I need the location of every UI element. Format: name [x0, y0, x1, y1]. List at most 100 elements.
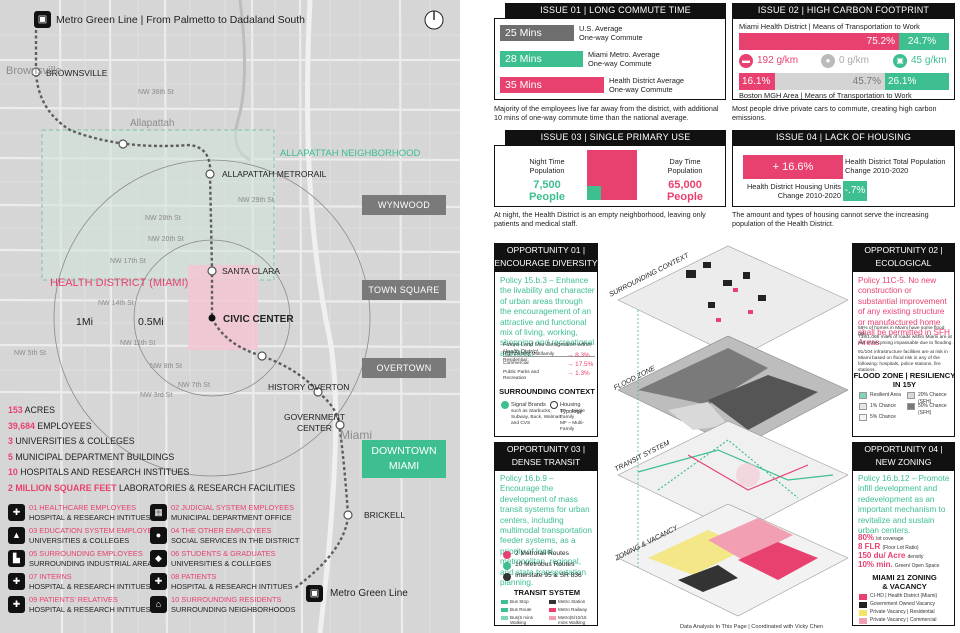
office-icon: ▦ — [150, 504, 167, 521]
flood-label: 20% Chance (SFH) — [918, 392, 947, 405]
flood-swatch — [907, 392, 915, 399]
opp4-title: OPPORTUNITY 04 |NEW ZONING REGULATION — [852, 442, 955, 480]
legend-place: HOSPITAL & RESEARCH INTITUES — [171, 582, 293, 591]
transit-legend-label: Metro(5/10/15 mins Walking — [558, 615, 587, 625]
commute-bar: 35 Mins — [500, 77, 604, 93]
opp4-stat-4: 10% min. Green/ Open Space — [858, 560, 939, 569]
opp4-s4-sub: Green/ Open Space — [894, 563, 940, 569]
opp3-title: OPPORTUNITY 03 |DENSE TRANSIT NETWORK — [494, 442, 598, 480]
opp4-s2: 8 FLR — [858, 542, 881, 551]
station-allapattah[interactable]: ALLAPATTAH METRORAIL — [222, 169, 327, 179]
commute-bar: 25 Mins — [500, 25, 574, 41]
issue2-bottom-b: 45.7% — [775, 73, 885, 90]
family-icon: ✚ — [8, 596, 25, 613]
street-label: NW 8th St — [150, 363, 182, 370]
opp1-context-a: Signal Brands — [511, 402, 546, 408]
issue2-caption: Most people drive private cars to commut… — [732, 104, 937, 122]
walk-icon: ● — [821, 54, 835, 68]
patient-icon: ✚ — [150, 573, 167, 590]
place-brownsville: Brownsville — [6, 65, 62, 77]
district-label: HEALTH DISTRICT (MIAMI) — [50, 277, 189, 289]
people-icon: ● — [150, 527, 167, 544]
commute-bar: 28 Mins — [500, 51, 583, 67]
factory-icon: ▙ — [8, 550, 25, 567]
legend-group: 02 JUDICIAL SYSTEM EMPLOYEES — [171, 503, 294, 512]
axonometric-layers — [617, 245, 849, 617]
housing-icon — [550, 401, 558, 409]
opp1-title: OPPORTUNITY 01 |ENCOURAGE DIVERSITY — [494, 243, 598, 271]
stat-row: 10 HOSPITALS AND RESEARCH INSTITUES — [8, 465, 295, 481]
district-town-square[interactable]: TOWN SQUARE — [362, 280, 446, 300]
legend-place: HOSPITAL & RESEARCH INTITUES — [29, 605, 151, 614]
downtown-line-2: MIAMI — [388, 460, 420, 472]
legend-group: 03 EDUCATION SYSTEM EMPLOYEES — [29, 526, 163, 535]
opp1-table-head: Future Land Use Designation within Healt… — [503, 342, 595, 357]
transit-swatch — [501, 616, 508, 620]
transit-legend-label: Metro Station — [558, 599, 586, 604]
stat-number: 5 — [8, 451, 13, 462]
opp4-s2-sub: (Floor Lot Ratio) — [882, 545, 919, 551]
opp4-s3: 150 du/ Acre — [858, 551, 906, 560]
opp2-title: OPPORTUNITY 02 |ECOLOGICAL RESILIENCE — [852, 243, 955, 281]
stat-number: 39,684 — [8, 420, 35, 431]
legend-place: HOSPITAL & RESEARCH INTITUES — [29, 582, 151, 591]
legend-place: SOCIAL SERVICES IN THE DISTRICT — [171, 536, 300, 545]
opp4-stat-2: 8 FLR (Floor Lot Ratio) — [858, 542, 919, 551]
map-background — [0, 0, 460, 633]
issue2-top-car: 75.2% — [739, 33, 899, 50]
opp3-panel: Policy 16.b.9 – Encourage the developmen… — [494, 470, 598, 626]
station-brickell[interactable]: BRICKELL — [364, 510, 406, 520]
transit-legend-label: Bus Route — [510, 607, 532, 612]
station-history-overton[interactable]: HISTORY OVERTON — [268, 382, 350, 392]
street-label: NW 17th St — [110, 258, 146, 265]
legend-place: MUNICIPAL DEPARTMENT OFFICE — [171, 513, 292, 522]
street-label: NW 11th St — [120, 340, 156, 347]
district-wynwood[interactable]: WYNWOOD — [362, 195, 446, 215]
transit-swatch — [549, 616, 556, 620]
legend-place: UNIVERSITIES & COLLEGES — [29, 536, 130, 545]
district-downtown-miami[interactable]: DOWNTOWN MIAMI — [362, 440, 446, 478]
opp1-text: Policy 15.b.3 – Enhance the livability a… — [500, 276, 595, 358]
issue4-title: ISSUE 04 | LACK OF HOUSING — [732, 130, 955, 145]
zoning-label: CI-HD | Health District (Miami) — [870, 593, 938, 599]
metro-icon: ▣ — [34, 11, 51, 28]
opp2-stat3: 91/104 infrastructure facilities are at … — [858, 350, 948, 373]
footer-credit: Data Analysis In This Page | Coordinated… — [680, 624, 824, 630]
station-brownsville[interactable]: BROWNSVILLE — [46, 68, 108, 78]
transit-item: 2 Metrorail Routes — [515, 550, 569, 557]
landuse-name: Commercial — [503, 361, 529, 366]
opp4-s3-sub: density — [907, 554, 924, 560]
landuse-value: → 8.3% — [567, 352, 590, 359]
issue2-top-other: 24.7% — [899, 33, 949, 50]
issue3-title: ISSUE 03 | SINGLE PRIMARY USE — [505, 130, 726, 145]
stat-row: 3 UNIVERSITIES & COLLEGES — [8, 434, 295, 450]
stat-number: 3 — [8, 436, 13, 447]
flood-label: 1% Chance — [870, 403, 896, 409]
car-icon: ▬ — [739, 54, 753, 68]
transit-swatch — [549, 608, 556, 612]
issue2-title: ISSUE 02 | HIGH CARBON FOOTPRINT — [732, 3, 955, 18]
site-map: ▣ Metro Green Line | From Palmetto to Da… — [0, 0, 460, 633]
transit-swatch — [501, 600, 508, 604]
flood-label: 5% Chance — [870, 414, 896, 420]
flood-label: 50% Chance (SFH) — [918, 403, 947, 416]
legend-group: 05 SURROUNDING EMPLOYEES — [29, 549, 143, 558]
issue2-walk-emission: 0 g/km — [839, 55, 870, 66]
issue4-caption: The amount and types of housing cannot s… — [732, 210, 929, 228]
station-civic-center[interactable]: CIVIC CENTER — [223, 314, 294, 325]
zoning-label: Private Vacancy | Commercial — [870, 617, 937, 623]
landuse-name: Public Parks and Recreation — [503, 370, 539, 381]
issue3-night-value: 7,500 — [533, 179, 561, 191]
station-santa-clara[interactable]: SANTA CLARA — [222, 266, 280, 276]
district-overtown[interactable]: OVERTOWN — [362, 358, 446, 378]
opp4-s1-sub: lot coverage — [876, 536, 904, 542]
